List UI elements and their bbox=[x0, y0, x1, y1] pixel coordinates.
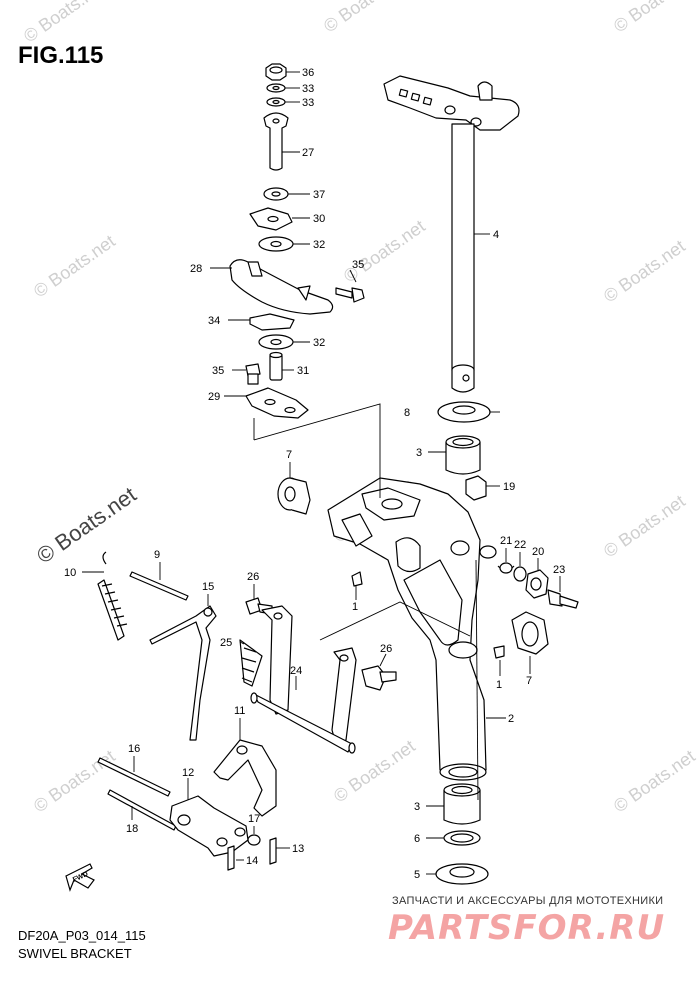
tilt-lever-28 bbox=[229, 259, 334, 315]
callout-28: 28 bbox=[190, 263, 202, 275]
bolt-35-lower bbox=[245, 363, 261, 385]
bushing-7-right bbox=[511, 611, 549, 655]
callout-8: 8 bbox=[404, 407, 410, 419]
callout-32-upper: 32 bbox=[313, 239, 325, 251]
steering-shaft-4 bbox=[383, 75, 520, 393]
callout-15: 15 bbox=[202, 581, 214, 593]
callout-4: 4 bbox=[493, 229, 499, 241]
callout-31: 31 bbox=[297, 365, 309, 377]
diagram-name: SWIVEL BRACKET bbox=[18, 946, 132, 961]
callout-3-upper: 3 bbox=[416, 447, 422, 459]
pivot-bolt-27 bbox=[263, 112, 289, 171]
spring-plate-34 bbox=[249, 313, 295, 331]
callout-16: 16 bbox=[128, 743, 140, 755]
callout-24: 24 bbox=[290, 665, 302, 677]
collar-22 bbox=[513, 566, 527, 582]
pin-31 bbox=[269, 351, 283, 381]
callout-2: 2 bbox=[508, 713, 514, 725]
callout-12: 12 bbox=[182, 767, 194, 779]
callout-27: 27 bbox=[302, 147, 314, 159]
callout-9: 9 bbox=[154, 549, 160, 561]
diagram-code: DF20A_P03_014_115 bbox=[18, 928, 146, 943]
figure-title: FIG.115 bbox=[18, 42, 104, 69]
link-15 bbox=[149, 605, 217, 741]
callout-17: 17 bbox=[248, 813, 260, 825]
callout-33-lower: 33 bbox=[302, 97, 314, 109]
callout-6: 6 bbox=[414, 833, 420, 845]
callout-25: 25 bbox=[220, 637, 232, 649]
callout-22: 22 bbox=[514, 539, 526, 551]
promo-text: ЗАПЧАСТИ И АКСЕССУАРЫ ДЛЯ МОТОТЕХНИКИ bbox=[392, 895, 664, 907]
fwd-arrow-icon: FWD bbox=[65, 863, 95, 892]
bushing-3-lower bbox=[443, 783, 481, 825]
callout-37: 37 bbox=[313, 189, 325, 201]
brand-logo: PARTSFOR.RU bbox=[388, 908, 666, 948]
callout-23: 23 bbox=[553, 564, 565, 576]
pin-13 bbox=[269, 837, 277, 865]
lever-12 bbox=[169, 795, 249, 857]
spring-21 bbox=[497, 562, 515, 574]
grease-nipple-1-right bbox=[493, 645, 505, 659]
rod-9 bbox=[129, 571, 189, 601]
washer-17 bbox=[247, 834, 261, 846]
swivel-bracket-2 bbox=[327, 477, 497, 781]
bushing-3-upper bbox=[445, 435, 481, 475]
callout-21: 21 bbox=[500, 535, 512, 547]
bracket-29 bbox=[245, 387, 309, 419]
callout-26-lower: 26 bbox=[380, 643, 392, 655]
plate-30 bbox=[249, 207, 293, 231]
callout-7-left: 7 bbox=[286, 449, 292, 461]
bushing-7-left bbox=[277, 477, 311, 515]
callout-29: 29 bbox=[208, 391, 220, 403]
nut-20 bbox=[525, 569, 549, 599]
callout-14: 14 bbox=[246, 855, 258, 867]
callout-11: 11 bbox=[234, 705, 245, 717]
rod-18 bbox=[107, 789, 177, 831]
callout-36: 36 bbox=[302, 67, 314, 79]
callout-10: 10 bbox=[64, 567, 76, 579]
bolt-35-upper bbox=[335, 287, 365, 303]
bolt-26-lower bbox=[361, 665, 397, 691]
callout-7-right: 7 bbox=[526, 675, 532, 687]
callout-19: 19 bbox=[503, 481, 515, 493]
callout-lines bbox=[82, 71, 561, 875]
rod-16 bbox=[97, 757, 171, 797]
callout-26-upper: 26 bbox=[247, 571, 259, 583]
pin-14 bbox=[227, 845, 235, 871]
callout-20: 20 bbox=[532, 546, 544, 558]
bolt-23 bbox=[547, 589, 579, 609]
callout-35-upper: 35 bbox=[352, 259, 364, 271]
nut-36 bbox=[265, 63, 287, 81]
tilt-lock-lever-24 bbox=[250, 605, 357, 754]
callout-35-lower: 35 bbox=[212, 365, 224, 377]
callout-18: 18 bbox=[126, 823, 138, 835]
callout-5: 5 bbox=[414, 869, 420, 881]
clip-11 bbox=[213, 739, 277, 817]
callout-34: 34 bbox=[208, 315, 220, 327]
callout-13: 13 bbox=[292, 843, 304, 855]
callout-1-left: 1 bbox=[352, 601, 358, 613]
stopper-19 bbox=[465, 475, 487, 501]
callout-3-lower: 3 bbox=[414, 801, 420, 813]
spring-10 bbox=[97, 551, 128, 641]
callout-30: 30 bbox=[313, 213, 325, 225]
callout-1-right: 1 bbox=[496, 679, 502, 691]
grease-nipple-1-left bbox=[351, 571, 363, 587]
spring-25 bbox=[239, 639, 263, 687]
callout-32-lower: 32 bbox=[313, 337, 325, 349]
callout-33-upper: 33 bbox=[302, 83, 314, 95]
callout-labels: 36 33 33 27 37 30 32 28 35 34 32 35 31 2… bbox=[64, 67, 565, 881]
